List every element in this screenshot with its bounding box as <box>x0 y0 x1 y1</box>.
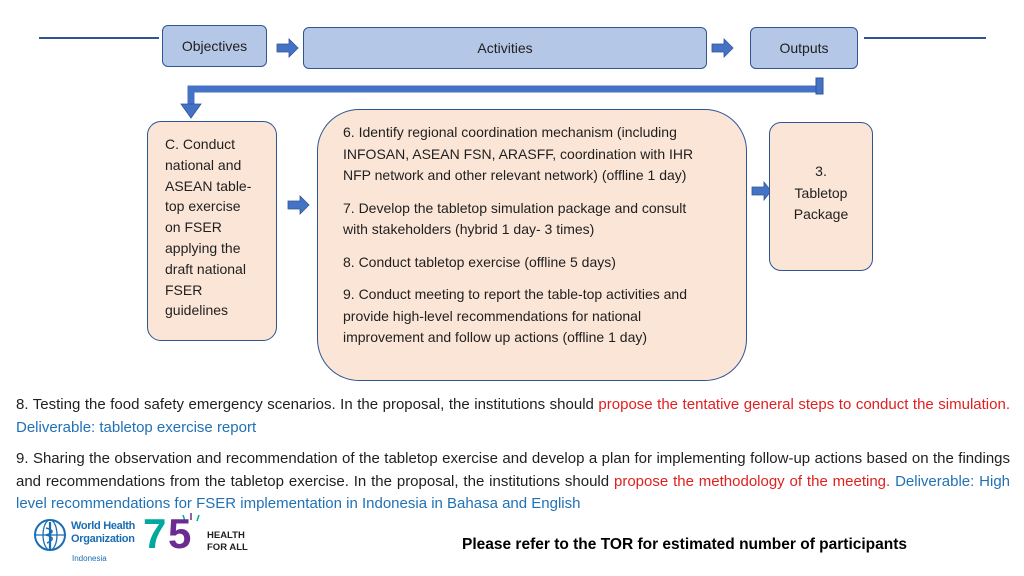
right-arrow-icon <box>276 38 299 58</box>
activity-item-7: 7. Develop the tabletop simulation packa… <box>343 199 687 238</box>
objectives-label: Objectives <box>181 38 248 54</box>
outputs-header: Outputs <box>750 27 858 69</box>
activity-item-8: 8. Conduct tabletop exercise (offline 5 … <box>343 253 616 270</box>
paragraph-9-highlight: propose the methodology of the meeting. <box>613 472 891 490</box>
activity-item-9: 9. Conduct meeting to report the table-t… <box>343 286 687 345</box>
objective-line: national and <box>165 156 242 173</box>
anniversary-seven: 7 <box>143 510 167 557</box>
paragraph-8: 8. Testing the food safety emergency sce… <box>16 394 1010 439</box>
objective-line: ASEAN table- <box>165 177 252 194</box>
right-arrow-icon <box>711 38 734 58</box>
activities-box: 6. Identify regional coordination mechan… <box>317 109 747 381</box>
sparkle-icon <box>182 513 200 522</box>
objectives-header: Objectives <box>162 25 267 67</box>
objective-line: on FSER <box>165 219 222 236</box>
health-for-all-line1: HEALTH <box>207 530 245 541</box>
output-line: Tabletop <box>794 184 848 201</box>
paragraph-9-text: 9. Sharing the observation and recommend… <box>16 450 1010 490</box>
who-country: Indonesia <box>72 554 107 563</box>
anniversary-logo: 7 5 HEALTH FOR ALL <box>143 510 253 560</box>
right-arrow-icon <box>751 180 772 202</box>
outputs-label: Outputs <box>779 40 829 56</box>
objective-line: top exercise <box>165 198 241 215</box>
paragraph-8-text: 8. Testing the food safety emergency sce… <box>16 396 599 413</box>
paragraph-8-deliverable: Deliverable: tabletop exercise report <box>16 418 257 436</box>
output-line: 3. <box>815 163 827 179</box>
anniversary-five: 5 <box>168 510 192 557</box>
feedback-connector <box>187 79 823 107</box>
paragraph-8-highlight: propose the tentative general steps to c… <box>598 396 1010 413</box>
output-line: Package <box>793 206 849 222</box>
who-name-line2: Organization <box>71 533 135 545</box>
activities-label: Activities <box>477 40 533 56</box>
output-box: 3. Tabletop Package <box>769 122 873 271</box>
who-logo: World Health Organization Indonesia <box>33 518 143 568</box>
objective-line: C. Conduct <box>165 136 236 152</box>
objective-line: draft national <box>165 260 246 277</box>
activities-header: Activities <box>303 27 707 69</box>
down-arrow-icon <box>180 103 202 119</box>
health-for-all-line2: FOR ALL <box>207 542 248 553</box>
objective-line: guidelines <box>165 302 229 319</box>
who-name-line1: World Health <box>71 520 136 532</box>
paragraph-9: 9. Sharing the observation and recommend… <box>16 448 1010 516</box>
right-arrow-icon <box>287 195 310 215</box>
participants-note: Please refer to the TOR for estimated nu… <box>462 536 908 553</box>
activity-item-6: 6. Identify regional coordination mechan… <box>343 124 694 183</box>
paragraph-9-deliverable: Deliverable: High level recommendations … <box>16 472 1011 513</box>
objective-line: FSER <box>165 281 203 298</box>
objective-line: applying the <box>165 239 241 256</box>
who-emblem-icon <box>34 519 66 551</box>
objective-box: C. Conduct national and ASEAN table- top… <box>147 121 277 341</box>
